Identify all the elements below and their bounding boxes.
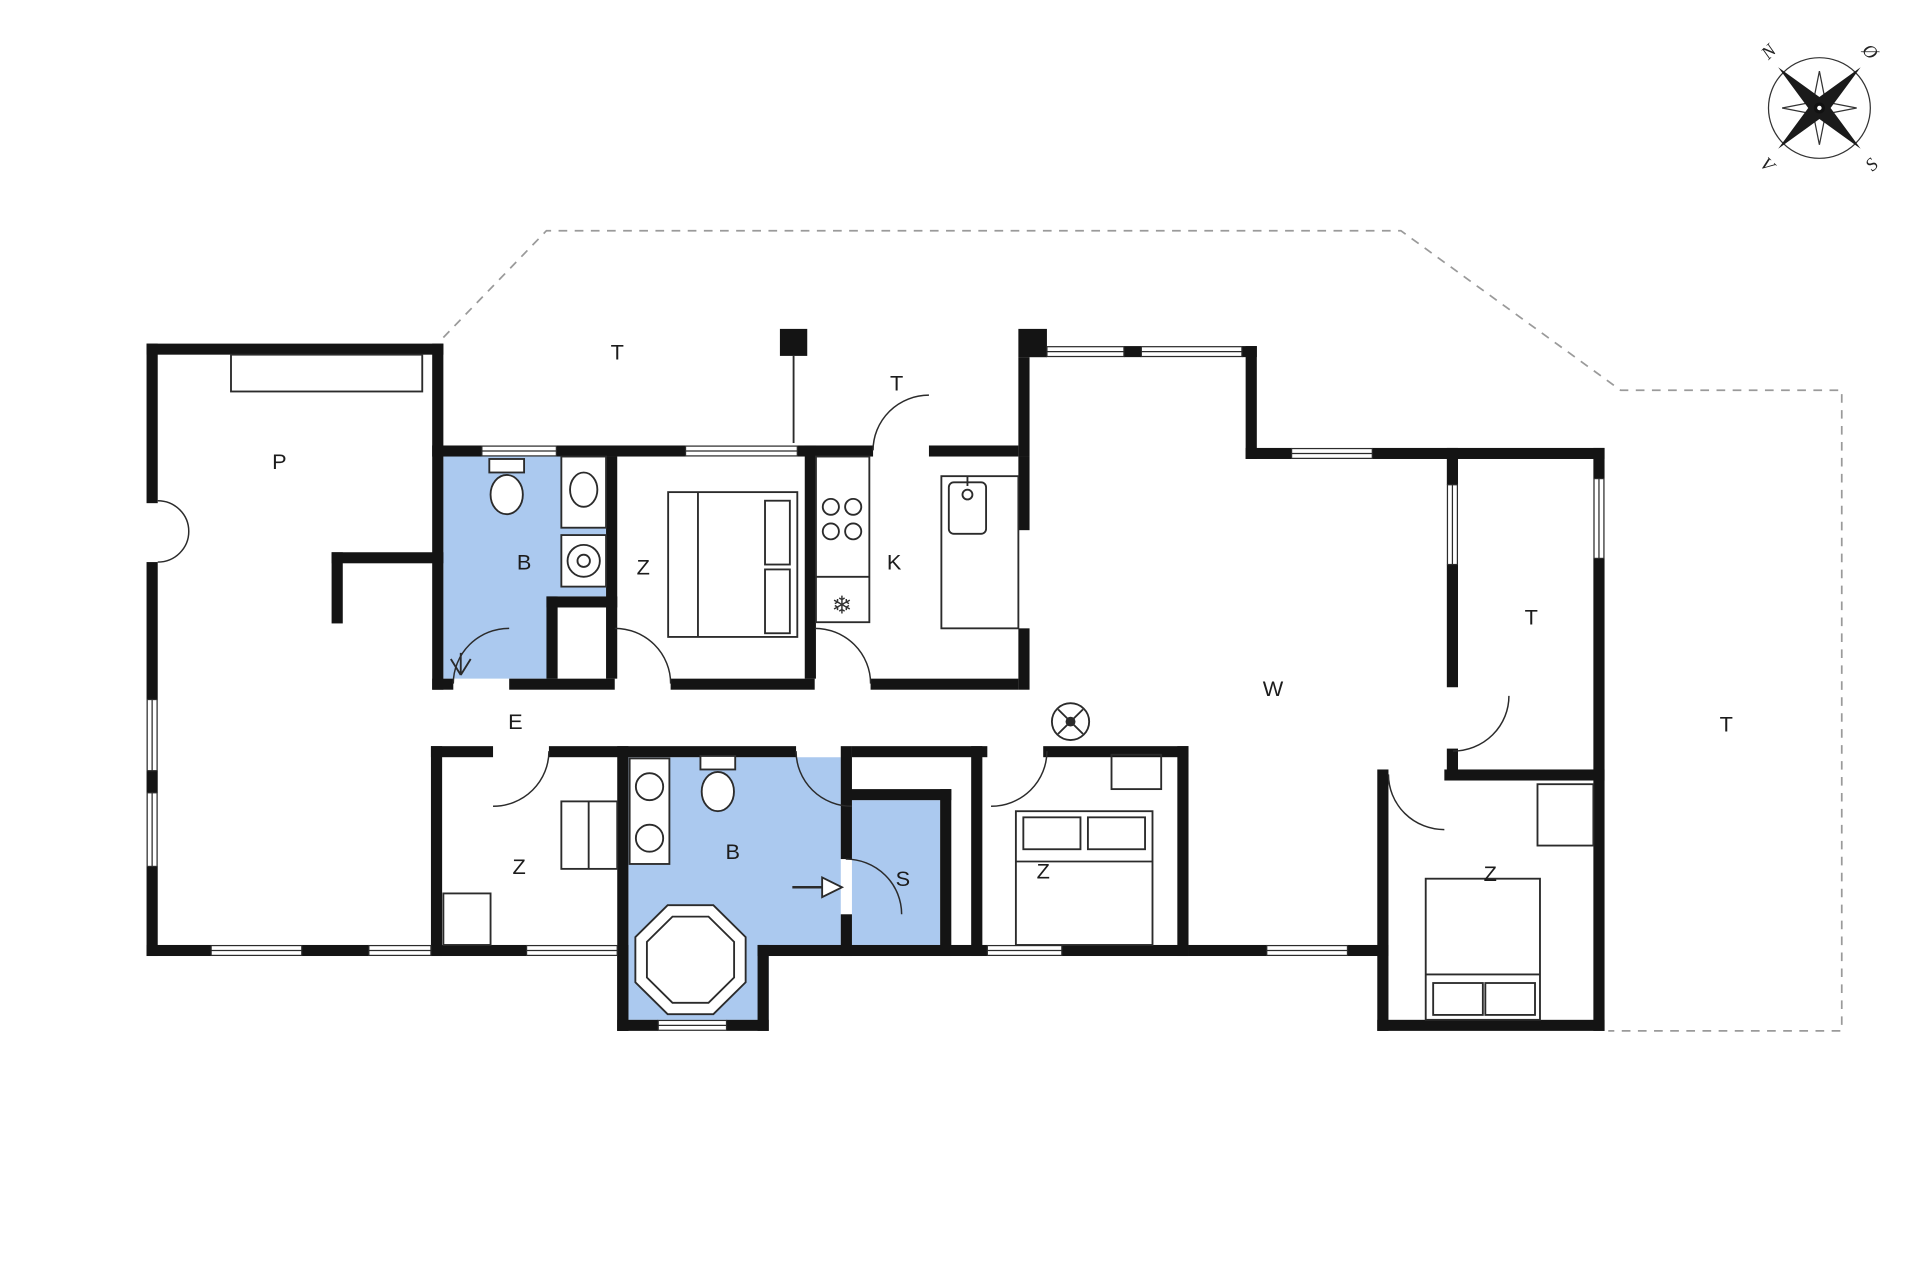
walls bbox=[146, 328, 1605, 1031]
room-label-bedroom-mid: Z bbox=[1037, 859, 1050, 884]
bed-right bbox=[1424, 877, 1541, 1021]
compass-west-label: V bbox=[1755, 154, 1779, 178]
wardrobe-right bbox=[1536, 783, 1595, 847]
room-label-p: P bbox=[272, 449, 286, 474]
kitchen-counter-right bbox=[940, 475, 1020, 630]
window bbox=[525, 944, 618, 957]
bath-bottom-door bbox=[795, 751, 852, 808]
bed-top bbox=[667, 491, 799, 638]
sink-top bbox=[560, 455, 607, 529]
terrace-right-door bbox=[1453, 695, 1510, 752]
washer-top bbox=[560, 534, 607, 588]
bed-mid bbox=[1014, 810, 1154, 946]
kitchen-door bbox=[814, 627, 872, 684]
hot-tub bbox=[634, 904, 747, 1016]
wardrobe-left bbox=[560, 800, 619, 870]
window bbox=[481, 445, 557, 457]
room-label-bedroom-right: Z bbox=[1484, 861, 1497, 886]
window bbox=[684, 445, 798, 457]
entrance-double-door bbox=[157, 499, 190, 563]
fireplace-stove bbox=[1050, 702, 1091, 741]
room-labels: P T T B Z K W E T T Z B S Z Z bbox=[272, 340, 1733, 891]
room-label-hall: E bbox=[508, 709, 522, 734]
compass-east-label: Ø bbox=[1857, 40, 1882, 65]
bedroom-mid-door bbox=[991, 751, 1048, 808]
double-sink-bottom bbox=[628, 757, 671, 865]
nightstand-mid bbox=[1110, 753, 1163, 791]
window bbox=[1046, 346, 1125, 358]
room-label-bath-top: B bbox=[517, 550, 531, 575]
porch-door bbox=[872, 394, 929, 451]
room-label-terrace-far-right: T bbox=[1720, 712, 1733, 737]
shelf bbox=[230, 353, 424, 393]
window bbox=[146, 792, 158, 868]
entrance-arrow-icon bbox=[792, 875, 845, 899]
window bbox=[1266, 944, 1349, 957]
furniture: ❄ bbox=[230, 353, 1595, 1021]
room-label-terrace-porch: T bbox=[890, 370, 903, 395]
fridge-snowflake-icon: ❄ bbox=[832, 591, 853, 620]
window bbox=[1140, 346, 1243, 358]
bath-top-door bbox=[452, 627, 510, 684]
toilet-top bbox=[488, 458, 526, 516]
room-label-terrace-right: T bbox=[1525, 605, 1538, 630]
sauna-floor bbox=[851, 800, 941, 945]
doors bbox=[157, 394, 1510, 915]
sauna-door bbox=[845, 858, 903, 915]
room-label-bedroom-left: Z bbox=[512, 854, 525, 879]
windows bbox=[146, 346, 1605, 1031]
room-label-bath-bottom: B bbox=[725, 839, 739, 864]
window bbox=[1290, 447, 1373, 459]
window bbox=[210, 944, 303, 957]
room-label-sauna: S bbox=[896, 866, 910, 891]
window bbox=[368, 944, 432, 957]
bedroom-top-door bbox=[614, 627, 672, 684]
bedroom-right-door bbox=[1387, 774, 1445, 831]
room-label-living: W bbox=[1263, 676, 1284, 701]
table-left bbox=[442, 892, 492, 946]
terrace-boundary-dashed-line bbox=[442, 229, 1843, 1032]
window bbox=[986, 944, 1063, 957]
toilet-bottom bbox=[699, 755, 737, 813]
room-label-terrace-top: T bbox=[611, 340, 624, 365]
compass-south-label: S bbox=[1862, 155, 1883, 176]
shower-icon bbox=[450, 652, 472, 676]
window bbox=[1446, 484, 1459, 566]
window bbox=[1593, 478, 1605, 560]
compass-rose: N Ø S V bbox=[1755, 40, 1883, 178]
room-label-kitchen: K bbox=[887, 550, 902, 575]
window bbox=[657, 1019, 728, 1031]
window bbox=[146, 698, 158, 772]
room-label-bedroom-top: Z bbox=[637, 554, 650, 579]
bedroom-left-door bbox=[493, 751, 550, 808]
compass-north-label: N bbox=[1757, 40, 1782, 65]
kitchen-counter-left: ❄ bbox=[815, 455, 871, 624]
